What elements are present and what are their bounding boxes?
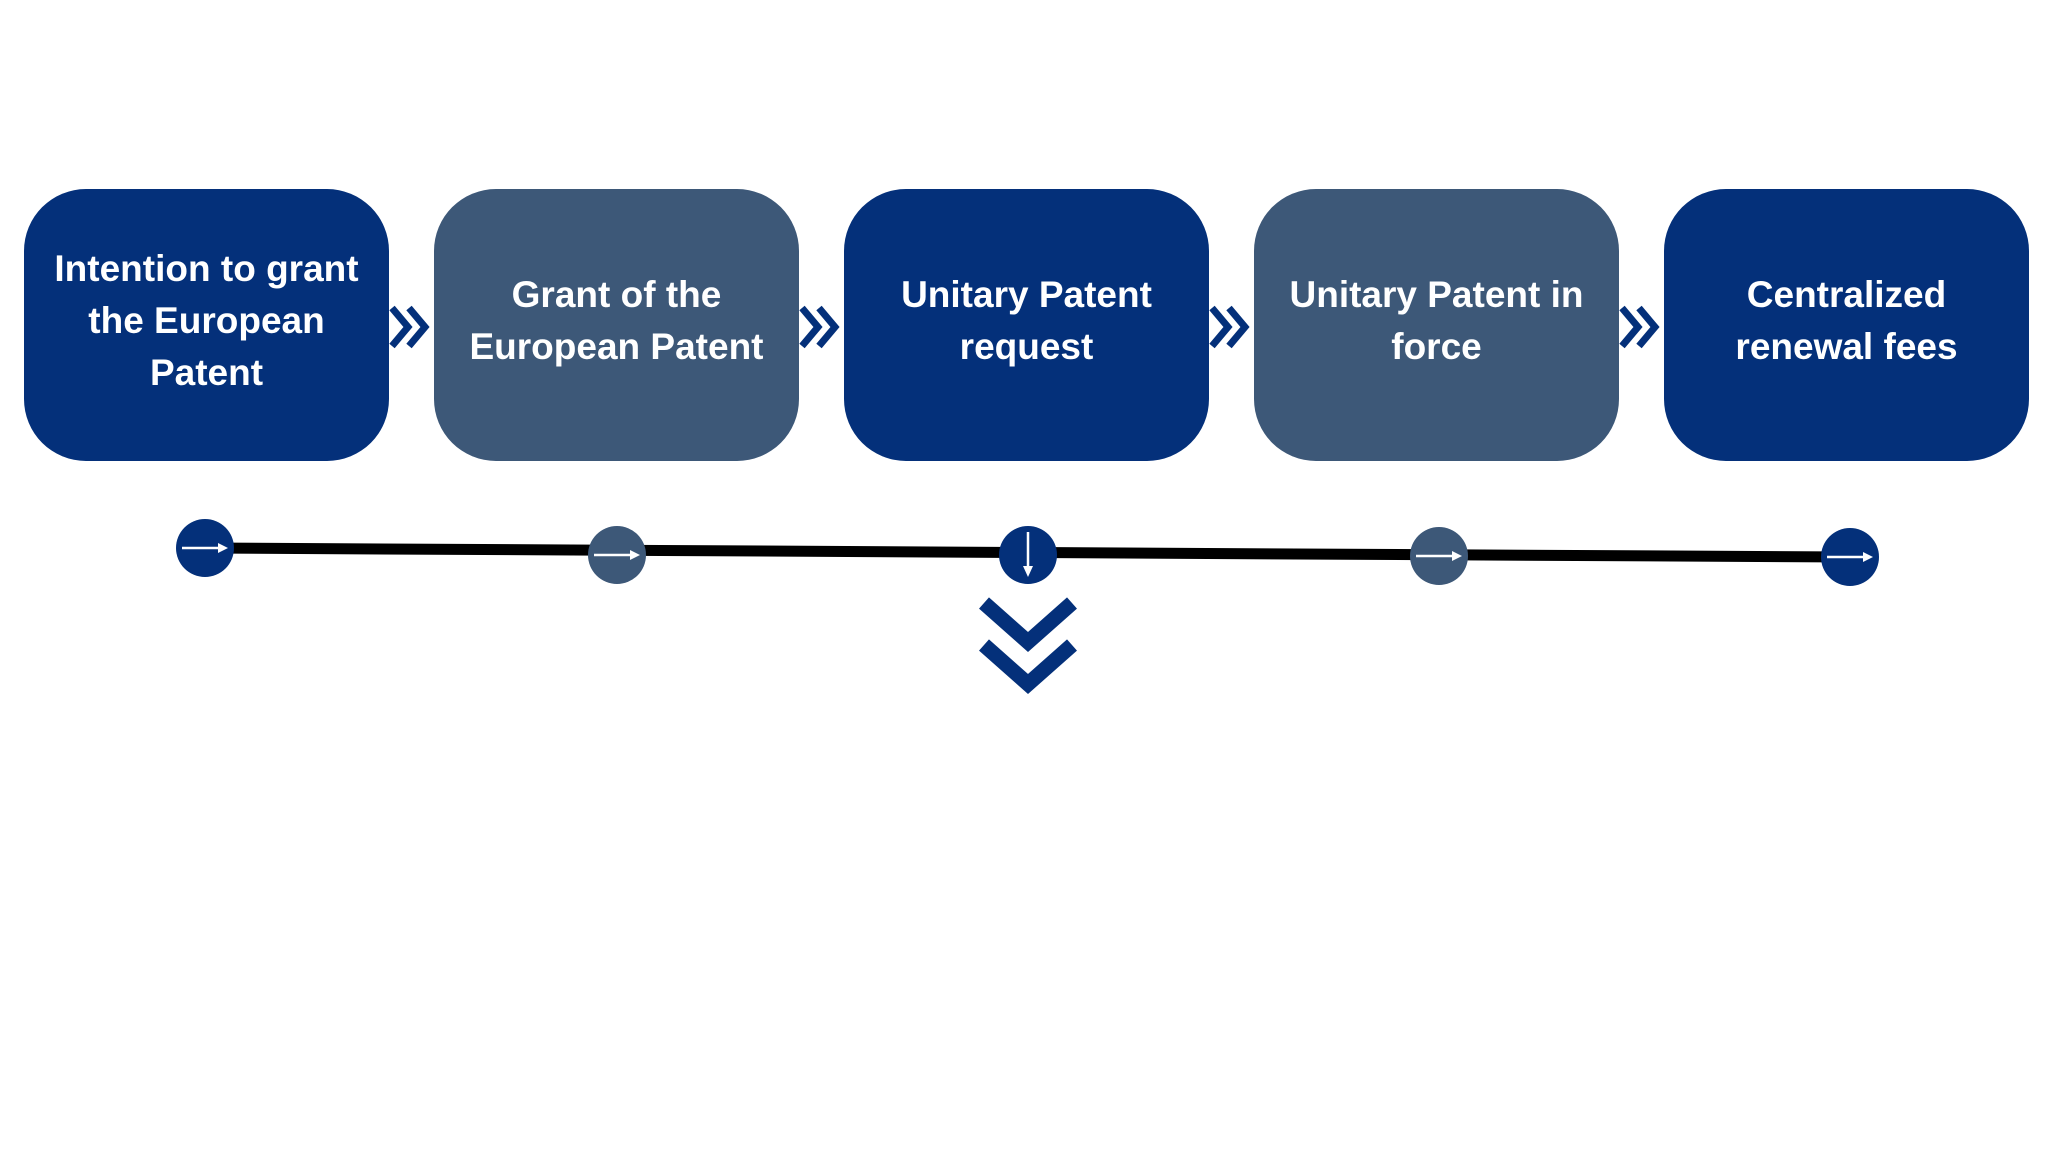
timeline-marker <box>1410 527 1468 585</box>
double-chevron-right-icon <box>1622 308 1655 346</box>
timeline-marker <box>1821 528 1879 586</box>
double-chevron-right-icon <box>802 308 835 346</box>
double-chevron-right-icon <box>1212 308 1245 346</box>
timeline-marker <box>588 526 646 584</box>
double-chevron-right-icon <box>392 308 425 346</box>
timeline-marker <box>999 526 1057 584</box>
double-chevron-down-icon <box>984 603 1072 684</box>
timeline-marker <box>176 519 234 577</box>
